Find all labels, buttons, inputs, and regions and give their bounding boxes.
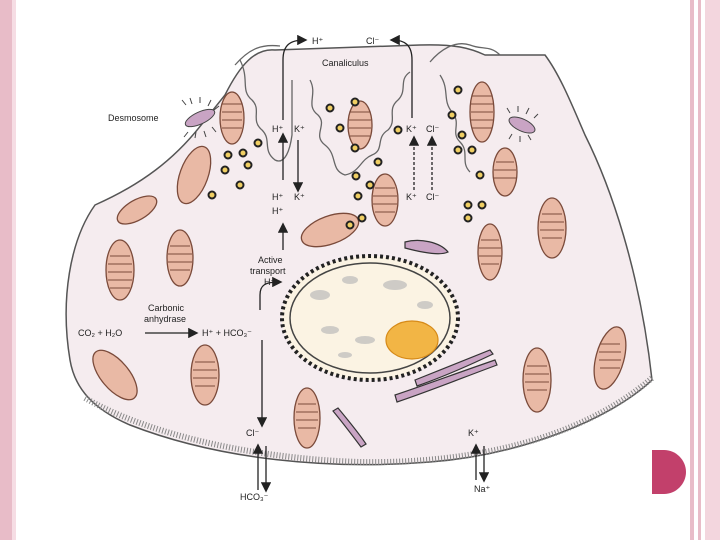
endoplasmic-reticulum xyxy=(332,239,498,448)
mitochondrion xyxy=(593,326,627,390)
label-reaction-right: H⁺ + HCO₃⁻ xyxy=(202,328,252,338)
label-k-upper-right: K⁺ xyxy=(406,124,417,134)
mitochondrion xyxy=(190,344,220,406)
label-active-transport-1: Active xyxy=(258,255,283,265)
carbonic-to-h-arrow xyxy=(259,276,283,310)
mitochondrion xyxy=(176,145,212,205)
slide-border-right-line-2 xyxy=(698,0,701,540)
mitochondrion xyxy=(492,147,518,197)
label-active-transport-3: H⁺ xyxy=(264,277,275,287)
h-secretion-arrow xyxy=(282,34,308,120)
nucleolus xyxy=(385,320,439,360)
canaliculus-folds xyxy=(234,43,501,176)
desmosome-right xyxy=(506,106,539,142)
label-cl-bottom: Cl⁻ xyxy=(246,428,259,438)
slide-border-right-band xyxy=(705,0,720,540)
label-cl-upper-right: Cl⁻ xyxy=(426,124,439,134)
mitochondrion xyxy=(219,91,245,145)
desmosome-left xyxy=(181,97,220,139)
diagram-labels: H⁺ Cl⁻ Canaliculus Desmosome H⁺ K⁺ K⁺ Cl… xyxy=(78,36,491,502)
label-cl-top: Cl⁻ xyxy=(366,36,379,46)
label-reaction-left: CO₂ + H₂O xyxy=(78,328,122,338)
vesicles xyxy=(207,85,487,230)
mitochondrion xyxy=(347,100,373,150)
label-active-transport-2: transport xyxy=(250,266,286,276)
label-k-mid-right: K⁺ xyxy=(406,192,417,202)
mitochondria-cristae xyxy=(108,95,621,429)
slide-border-left-inner xyxy=(12,0,16,540)
label-k-upper-left: K⁺ xyxy=(294,124,305,134)
mitochondrion xyxy=(522,347,552,413)
mitochondrion xyxy=(116,195,158,225)
label-na-bottom: Na⁺ xyxy=(474,484,491,494)
mitochondrion xyxy=(166,229,194,287)
mitochondrion xyxy=(92,349,138,401)
mitochondrion xyxy=(477,223,503,281)
label-h-upper-left: H⁺ xyxy=(272,124,283,134)
label-h-top: H⁺ xyxy=(312,36,323,46)
mitochondrion xyxy=(293,387,321,449)
mitochondrion xyxy=(371,173,399,227)
nucleus xyxy=(280,254,460,382)
label-canaliculus: Canaliculus xyxy=(322,58,369,68)
label-hco3-bottom: HCO₃⁻ xyxy=(240,492,269,502)
transport-arrows xyxy=(145,34,490,493)
label-carbonic-2: anhydrase xyxy=(144,314,186,324)
mitochondrion xyxy=(105,239,135,301)
label-carbonic-1: Carbonic xyxy=(148,303,185,313)
slide-border-left xyxy=(0,0,12,540)
slide-border-right-line-1 xyxy=(690,0,694,540)
label-k-mid-left: K⁺ xyxy=(294,192,305,202)
mitochondria xyxy=(92,81,627,449)
cl-secretion-arrow xyxy=(389,34,413,118)
label-h-mid-left-2: H⁺ xyxy=(272,206,283,216)
label-k-bottom: K⁺ xyxy=(468,428,479,438)
label-h-mid-left: H⁺ xyxy=(272,192,283,202)
mitochondrion xyxy=(537,197,567,259)
label-cl-mid-right: Cl⁻ xyxy=(426,192,439,202)
slide-nav-tab[interactable] xyxy=(652,450,686,494)
label-desmosome: Desmosome xyxy=(108,113,159,123)
